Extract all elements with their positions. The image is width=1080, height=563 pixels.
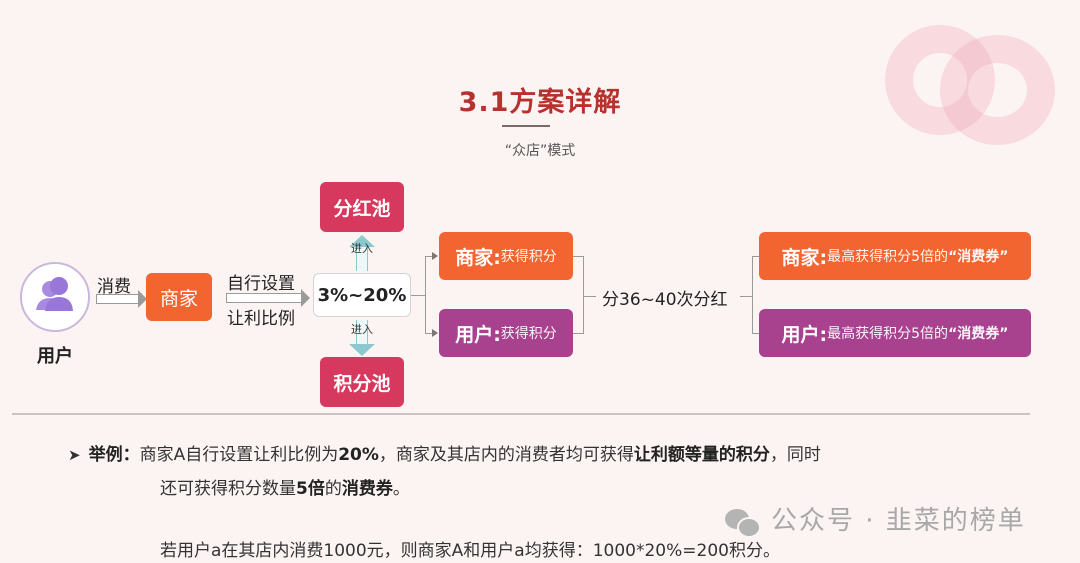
user-label: 用户 <box>37 346 73 367</box>
merchant-points-box: 商家: 获得积分 <box>439 232 573 280</box>
role-label: 用户: <box>781 323 828 346</box>
users-icon <box>36 277 73 311</box>
connector <box>425 333 433 334</box>
connector <box>573 333 583 334</box>
dividend-times-label: 分36~40次分红 <box>602 290 728 310</box>
ratio-box: 3%~20% <box>313 273 411 317</box>
connector <box>752 256 760 257</box>
title-divider <box>502 125 550 127</box>
connector <box>425 256 433 257</box>
setting-label-top: 自行设置 <box>227 274 295 294</box>
enter-down-arrow: 进入 <box>349 320 375 356</box>
result-text: 获得积分 <box>500 249 557 265</box>
watermark-text: 公众号 · 韭菜的榜单 <box>771 506 1026 536</box>
consume-arrow <box>96 290 147 308</box>
example-bold: 5倍 <box>296 479 325 499</box>
page-title: 3.1方案详解 <box>458 87 622 118</box>
example-text: ，商家及其店内的消费者均可获得 <box>378 445 634 465</box>
setting-arrow <box>226 289 310 307</box>
bullet-arrow-icon: ➤ <box>68 446 81 464</box>
connector <box>411 295 425 296</box>
example-line-2: 还可获得积分数量5倍的消费券。 <box>160 474 410 499</box>
voucher-highlight: “消费券” <box>948 326 1009 342</box>
user-points-box: 用户: 获得积分 <box>439 309 573 357</box>
enter-up-arrow: 进入 <box>349 235 375 271</box>
enter-up-label: 进入 <box>351 242 373 255</box>
result-text: 最高获得积分5倍的 <box>827 326 949 342</box>
role-label: 商家: <box>781 246 828 269</box>
result-text: 获得积分 <box>500 326 557 342</box>
page-subtitle: “众店”模式 <box>504 143 576 159</box>
arrowhead <box>432 252 438 260</box>
user-voucher-box: 用户: 最高获得积分5倍的 “消费券” <box>759 309 1031 357</box>
example-line-3: 若用户a在其店内消费1000元，则商家A和用户a均获得：1000*20%=200… <box>160 541 780 561</box>
connector <box>425 256 426 334</box>
example-bold: 消费券 <box>341 479 393 499</box>
connector <box>584 296 596 297</box>
points-pool-box: 积分池 <box>320 357 404 407</box>
merchant-voucher-box: 商家: 最高获得积分5倍的 “消费券” <box>759 232 1031 280</box>
role-label: 商家: <box>455 246 501 269</box>
connector <box>752 256 753 334</box>
merchant-box: 商家 <box>146 273 212 321</box>
consume-label: 消费 <box>97 277 131 297</box>
example-line-1: ➤ 举例：商家A自行设置让利比例为20%，商家及其店内的消费者均可获得让利额等量的… <box>68 440 821 465</box>
example-text: 还可获得积分数量 <box>160 479 296 499</box>
example-text: 的 <box>324 479 342 499</box>
arrowhead <box>432 329 438 337</box>
wechat-icon <box>725 508 761 538</box>
connector <box>573 256 583 257</box>
connector <box>740 296 752 297</box>
setting-label-bottom: 让利比例 <box>227 309 295 329</box>
example-text: 。 <box>392 479 410 499</box>
example-bold: 20% <box>338 445 379 465</box>
result-text: 最高获得积分5倍的 <box>827 249 949 265</box>
watermark: 公众号 · 韭菜的榜单 <box>725 500 1026 538</box>
example-label: 举例： <box>88 445 140 465</box>
voucher-highlight: “消费券” <box>948 249 1009 265</box>
user-avatar <box>20 262 90 332</box>
role-label: 用户: <box>455 323 501 346</box>
dividend-pool-box: 分红池 <box>320 182 404 232</box>
example-text: 商家A自行设置让利比例为 <box>139 445 339 465</box>
connector <box>583 256 584 334</box>
example-text: ，同时 <box>769 445 821 465</box>
section-divider <box>12 413 1030 415</box>
example-bold: 让利额等量的积分 <box>633 445 770 465</box>
connector <box>752 333 760 334</box>
enter-down-label: 进入 <box>351 323 373 336</box>
